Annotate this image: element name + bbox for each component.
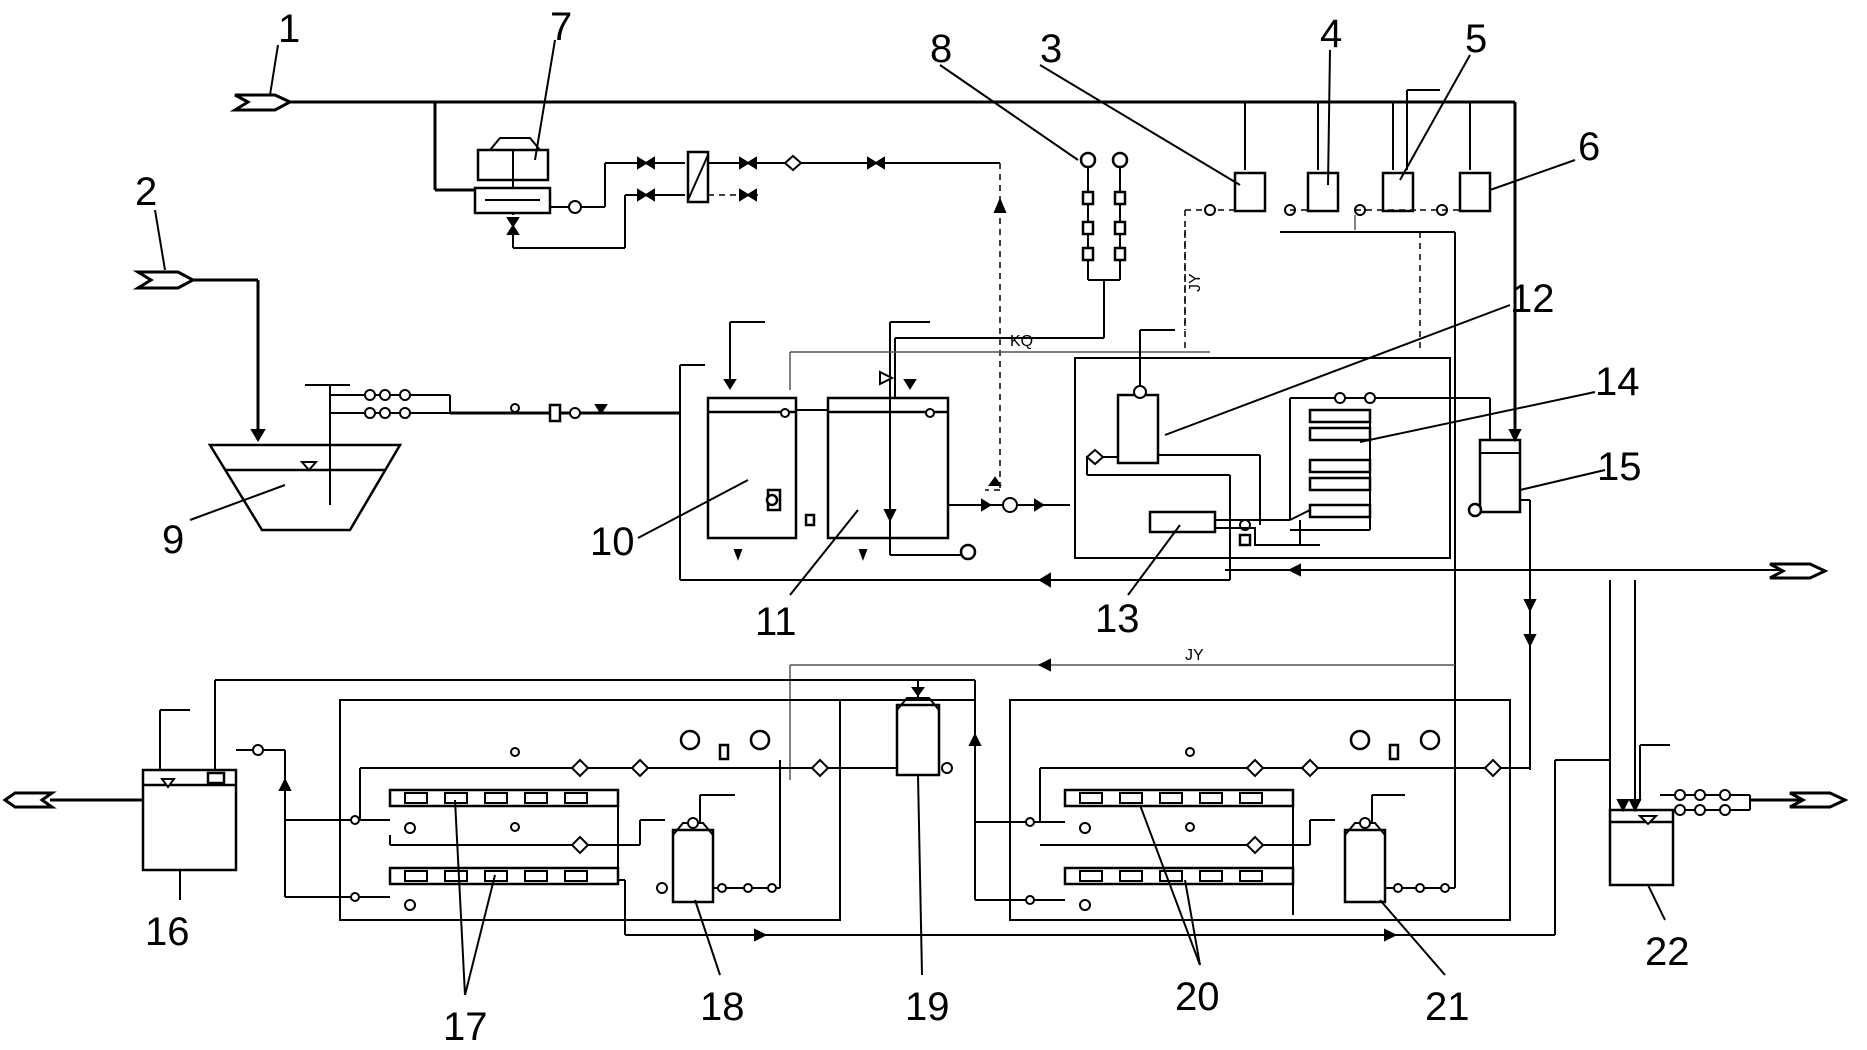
feed-inlet-1: [229, 93, 1517, 430]
enclosure-10-11: [680, 364, 1225, 588]
label-6: 6: [1578, 125, 1600, 169]
jy-lower-line: JY: [789, 647, 1455, 780]
unit-7-filter-station: [473, 137, 1000, 249]
label-19: 19: [905, 985, 950, 1029]
gauges-17-18: [648, 729, 900, 778]
label-22: 22: [1645, 930, 1690, 974]
kq-line-tag: KQ: [1010, 333, 1033, 350]
outlet-upper-right: [1225, 562, 1829, 581]
unit-12-reactor: [1085, 329, 1261, 525]
label-10: 10: [590, 520, 635, 564]
label-2: 2: [135, 170, 157, 214]
label-13: 13: [1095, 597, 1140, 641]
label-14: 14: [1595, 360, 1640, 404]
unit-19-vessel: [895, 680, 1010, 901]
label-7: 7: [550, 5, 572, 49]
jy-upper-line: JY: [1184, 230, 1204, 330]
unit-14-filter-stack: [1289, 392, 1490, 545]
label-8: 8: [930, 27, 952, 71]
enclosure-12-14: [1074, 357, 1451, 559]
pipe-11-to-12: [948, 476, 1070, 513]
pipe-9-to-10: [450, 365, 681, 580]
enclosure-20-21: [1009, 699, 1511, 921]
label-9: 9: [162, 518, 184, 562]
jy-lower-tag: JY: [1185, 647, 1204, 664]
label-12: 12: [1510, 277, 1555, 321]
component-labels: 1 2 3 4 5 6 7 8 9 10 11 12 13 14 15 16 1…: [135, 5, 1690, 1049]
gauges-20-21: [1318, 729, 1530, 778]
unit-13-exchanger: [1148, 475, 1320, 580]
label-5: 5: [1465, 17, 1487, 61]
label-20: 20: [1175, 975, 1220, 1019]
label-18: 18: [700, 985, 745, 1029]
label-21: 21: [1425, 985, 1470, 1029]
unit-8-dosing-columns: [895, 151, 1129, 339]
unit-10-tank: [706, 321, 798, 540]
unit-18-vessel: [639, 760, 781, 904]
unit-20-membrane-tubes: [1010, 747, 1320, 915]
label-4: 4: [1320, 12, 1342, 56]
label-17: 17: [443, 1005, 488, 1049]
label-leader-lines: [154, 39, 1666, 996]
label-3: 3: [1040, 27, 1062, 71]
unit-17-membrane-tubes: [340, 747, 650, 911]
label-15: 15: [1597, 445, 1642, 489]
lower-top-return: [214, 679, 976, 770]
label-16: 16: [145, 910, 190, 954]
jy-upper-tag: JY: [1187, 273, 1204, 292]
label-11: 11: [755, 600, 797, 644]
unit-11-tank: [733, 321, 977, 561]
enclosure-17-18: [339, 699, 975, 921]
pipe-16-to-17: [236, 744, 340, 898]
unit-9-sump: [207, 384, 451, 532]
unit-16-tank: [2, 709, 238, 872]
unit-22-tank: [1608, 580, 1849, 887]
label-1: 1: [278, 7, 300, 51]
unit-21-vessel: [1309, 680, 1456, 904]
feed-inlet-2: [132, 270, 266, 442]
lower-bottom-return: [624, 759, 1610, 942]
unit-15-vessel: [1467, 398, 1537, 770]
pipe-to-unit-7: [433, 102, 475, 192]
dashed-line-7-return: [985, 163, 1007, 491]
